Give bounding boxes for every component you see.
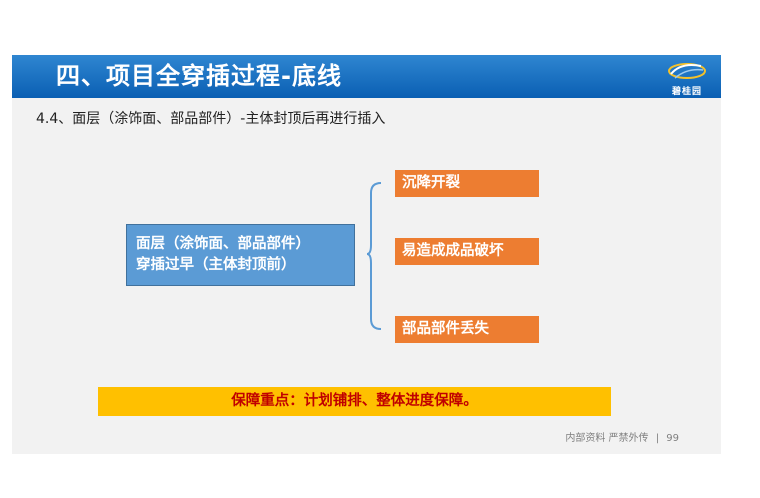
logo-swoosh-icon [668, 63, 706, 79]
cause-line-2: 穿插过早（主体封顶前） [136, 257, 296, 273]
outcome-box-2: 易造成成品破坏 [395, 238, 539, 265]
outcome-box-1: 沉降开裂 [395, 170, 539, 197]
key-point-banner: 保障重点：计划铺排、整体进度保障。 [98, 387, 611, 416]
outcome-box-3: 部品部件丢失 [395, 316, 539, 343]
company-logo: 碧桂园 [661, 58, 713, 97]
bracket-connector [367, 182, 382, 330]
slide-header: 四、项目全穿插过程-底线 碧桂园 [12, 55, 721, 98]
logo-text: 碧桂园 [671, 87, 702, 97]
cause-box: 面层（涂饰面、部品部件） 穿插过早（主体封顶前） [126, 224, 355, 286]
slide: 四、项目全穿插过程-底线 碧桂园 4.4、面层（涂饰面、部品部件）-主体封顶后再… [12, 55, 721, 454]
slide-title: 四、项目全穿插过程-底线 [56, 62, 342, 90]
confidential-label: 内部资料 严禁外传 [565, 433, 649, 444]
section-subtitle: 4.4、面层（涂饰面、部品部件）-主体封顶后再进行插入 [36, 111, 386, 127]
page-number: 99 [666, 433, 679, 444]
footer-separator: | [655, 433, 660, 444]
footer: 内部资料 严禁外传 | 99 [565, 429, 679, 444]
cause-line-1: 面层（涂饰面、部品部件） [136, 236, 310, 252]
